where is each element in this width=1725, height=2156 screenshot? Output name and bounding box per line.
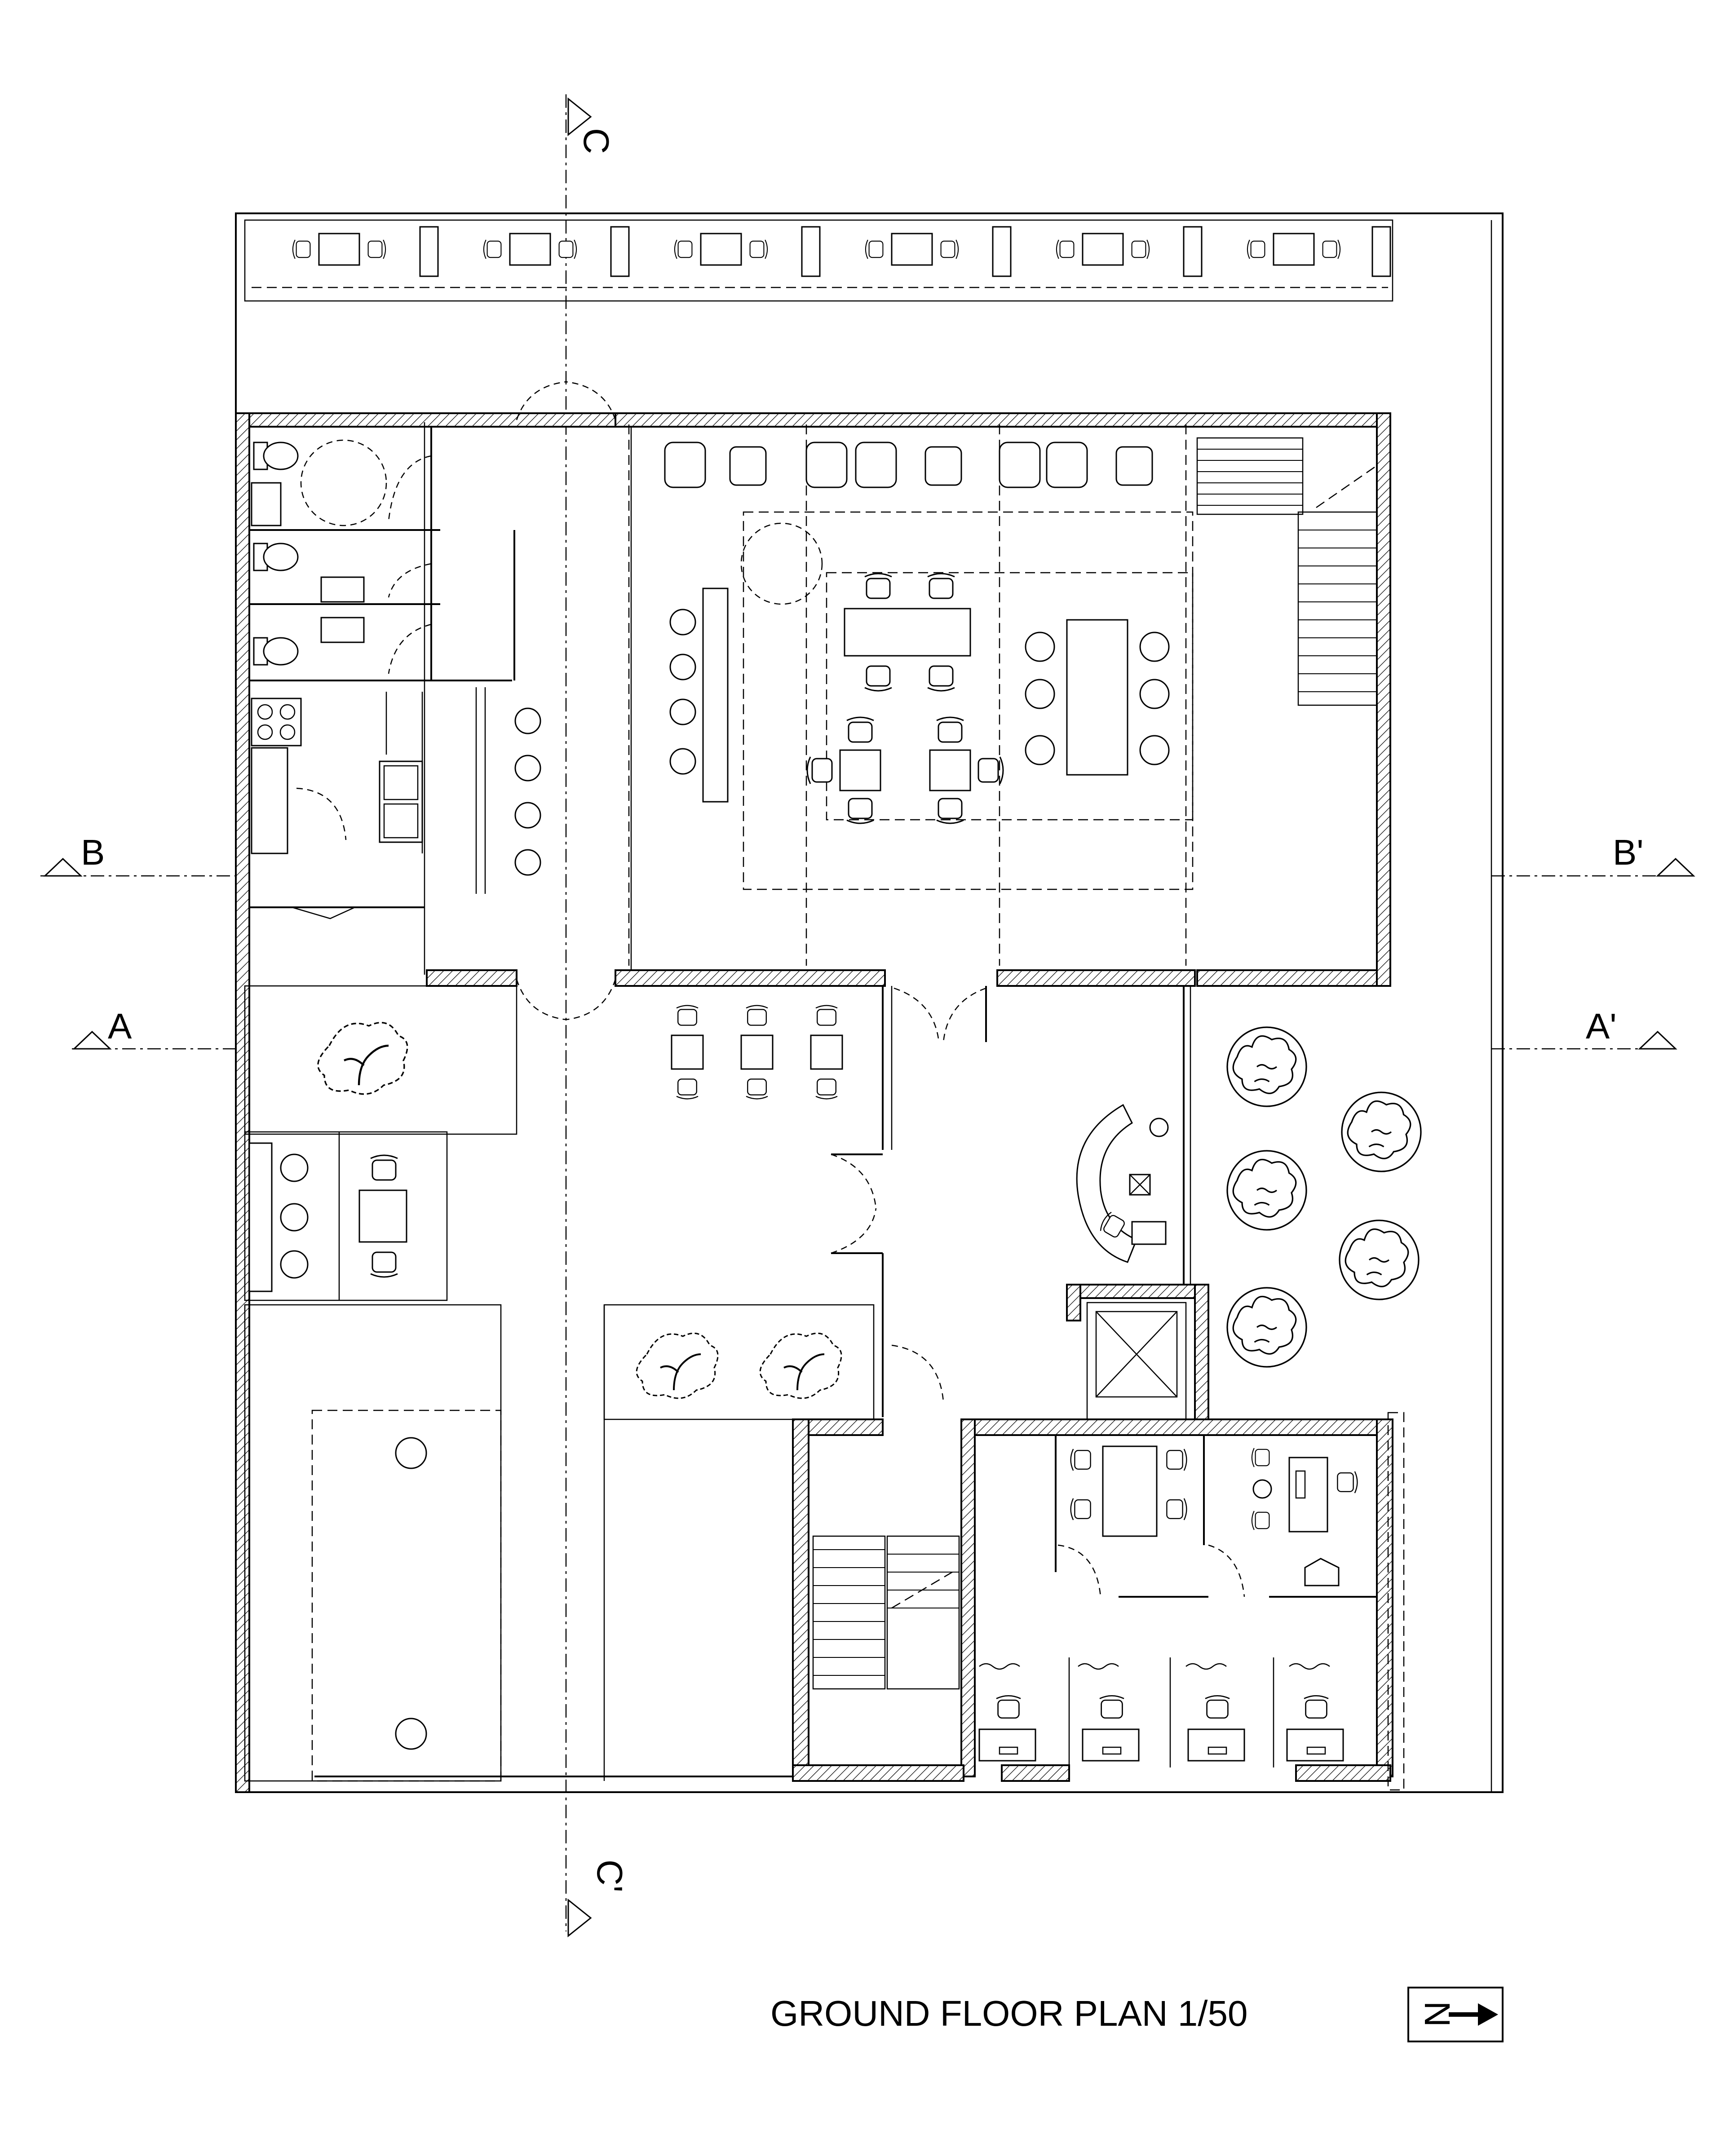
workstation-desk	[1187, 1695, 1245, 1762]
reception-desk	[1076, 1104, 1169, 1263]
lounge-seating	[664, 442, 1153, 488]
section-label-a-prime: A'	[1586, 1006, 1617, 1046]
side-room-left	[244, 1131, 448, 1301]
section-marker-b-prime-triangle	[1656, 857, 1695, 877]
tree-icon	[1339, 1219, 1420, 1300]
terrace-table-set	[865, 226, 1012, 277]
section-line-b: B B'	[40, 832, 1695, 877]
section-label-c-prime: C'	[590, 1860, 630, 1892]
section-marker-a-prime-triangle	[1638, 1030, 1677, 1050]
staircase-lower	[812, 1535, 960, 1690]
upper-block-walls	[235, 412, 1391, 1793]
entrance-doors	[424, 381, 616, 1021]
terrace-seating	[292, 226, 1391, 277]
parking-area	[244, 1304, 793, 1782]
dining-table-square	[929, 716, 1004, 824]
cafe-tables-middle	[671, 1005, 843, 1100]
terrace-table-set	[483, 226, 630, 277]
dining-table-square	[806, 716, 881, 824]
sink	[251, 482, 282, 526]
section-line-a: A A'	[72, 1006, 1677, 1050]
section-label-b: B	[81, 832, 105, 872]
workstation-desk	[978, 1695, 1036, 1762]
toilet	[253, 442, 299, 470]
column	[395, 1437, 427, 1469]
section-marker-c-prime-triangle	[567, 1898, 592, 1938]
manager-office	[1208, 1447, 1358, 1597]
planter-bonsai	[603, 1304, 875, 1420]
bonsai-tree-icon	[636, 1332, 719, 1399]
tree-icon	[1226, 1026, 1307, 1107]
section-marker-c-triangle	[567, 97, 592, 137]
drawing-title: GROUND FLOOR PLAN 1/50	[770, 1993, 1248, 2033]
toilet	[253, 543, 299, 571]
terrace-table-set	[1056, 226, 1203, 277]
restroom-area	[249, 427, 515, 681]
tree-icon	[1226, 1287, 1307, 1368]
cafe-table	[810, 1005, 843, 1100]
dining-zones	[740, 511, 1194, 890]
section-marker-b-triangle	[43, 857, 83, 877]
staircase-upper	[1196, 437, 1378, 706]
elevator	[1066, 1284, 1209, 1434]
garden-trees	[1226, 1026, 1422, 1368]
terrace-table-set	[1247, 226, 1391, 277]
courtyard-left	[244, 985, 518, 1135]
stove	[251, 698, 302, 747]
workstation-desk	[1286, 1695, 1344, 1762]
bonsai-tree-icon	[759, 1332, 842, 1399]
kitchen-sink	[379, 760, 423, 843]
section-line-c: C C'	[565, 94, 630, 1938]
sink	[320, 617, 365, 643]
column	[395, 1718, 427, 1750]
tree-icon	[1341, 1091, 1422, 1172]
bonsai-tree-icon	[318, 1023, 407, 1094]
section-label-b-prime: B'	[1613, 832, 1644, 872]
tree-icon	[1226, 1150, 1307, 1231]
dining-table-large	[844, 573, 971, 692]
cafe-table	[671, 1005, 704, 1100]
meeting-room	[1055, 1435, 1377, 1598]
toilet	[253, 637, 299, 666]
cafe-table	[740, 1005, 774, 1100]
lower-office-block	[792, 1344, 1405, 1791]
terrace-table-set	[674, 226, 821, 277]
workstation-desk	[1082, 1695, 1140, 1762]
section-marker-a-triangle	[72, 1030, 112, 1050]
sink	[320, 576, 365, 603]
section-label-a: A	[108, 1006, 132, 1046]
north-arrow: N	[1407, 1987, 1504, 2042]
section-label-c: C	[576, 128, 616, 154]
dining-table-long	[1025, 619, 1170, 776]
bar-counter	[669, 588, 729, 803]
workstations	[978, 1657, 1344, 1767]
lobby	[831, 986, 1191, 1417]
bar-stools-kitchen	[514, 707, 541, 876]
kitchen	[249, 687, 486, 919]
terrace-table-set	[292, 226, 439, 277]
